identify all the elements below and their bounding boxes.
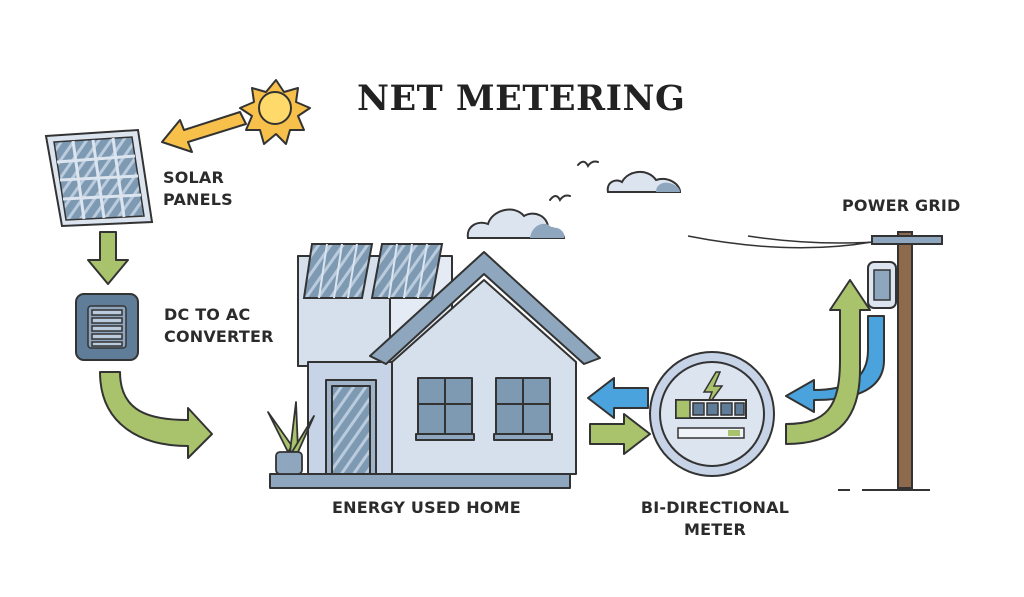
meter-label-line2: METER xyxy=(683,520,746,539)
solar-panels-label-line2: PANELS xyxy=(163,190,233,209)
arrow-panel-to-converter xyxy=(87,231,129,285)
converter-icon xyxy=(75,293,139,361)
meter-icon xyxy=(649,351,775,477)
roof-solar-panel-icon xyxy=(302,243,444,299)
meter-label-line1: BI-DIRECTIONAL xyxy=(640,498,790,517)
page-title: NET METERING xyxy=(357,78,686,119)
sun-icon xyxy=(239,79,311,145)
power-pole-icon xyxy=(838,231,943,491)
converter-label-line1: DC TO AC xyxy=(164,305,251,324)
sunlight-arrow xyxy=(161,111,247,153)
converter-label: DC TO AC CONVERTER xyxy=(164,304,274,348)
bird-icon xyxy=(549,160,599,202)
arrow-converter-to-home xyxy=(99,371,213,459)
cloud-icon xyxy=(606,171,682,193)
solar-panel-icon xyxy=(44,128,154,228)
home-label: ENERGY USED HOME xyxy=(332,498,521,517)
arrow-meter-to-grid xyxy=(785,279,871,445)
solar-panels-label: SOLAR PANELS xyxy=(163,167,233,211)
power-grid-label: POWER GRID xyxy=(842,196,961,215)
house-icon xyxy=(269,251,601,489)
meter-label: BI-DIRECTIONAL METER xyxy=(632,497,798,541)
converter-label-line2: CONVERTER xyxy=(164,327,274,346)
solar-panels-label-line1: SOLAR xyxy=(163,168,225,187)
cloud-icon xyxy=(466,208,566,239)
arrow-meter-to-home xyxy=(587,377,649,419)
arrow-home-to-meter xyxy=(589,413,651,455)
plant-icon xyxy=(267,401,315,475)
